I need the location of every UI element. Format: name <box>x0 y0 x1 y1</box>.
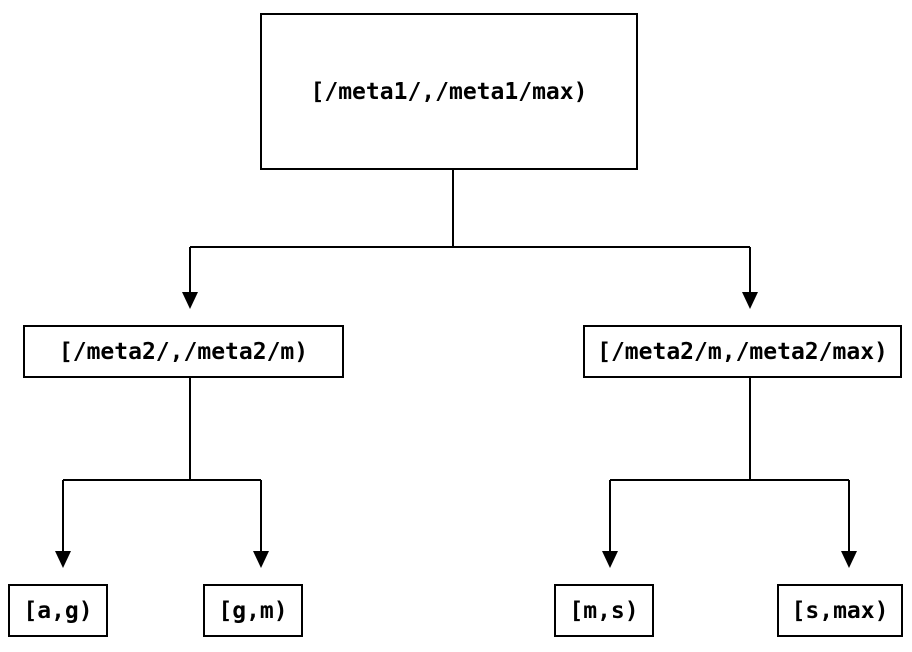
edge-left-mid-to-leaf-gm <box>253 480 269 568</box>
node-leaf-gm-label: [g,m) <box>218 597 288 624</box>
edge-root-branches <box>190 170 750 248</box>
edge-right-mid-to-leaf-smax <box>841 480 857 568</box>
node-leaf-smax-label: [s,max) <box>791 597 889 624</box>
node-leaf-smax: [s,max) <box>777 584 903 637</box>
node-root: [/meta1/,/meta1/max) <box>260 13 638 170</box>
edge-right-mid-branches <box>610 378 849 481</box>
node-leaf-ag-label: [a,g) <box>23 597 93 624</box>
node-leaf-ag: [a,g) <box>8 584 108 637</box>
arrowhead-down-icon <box>602 551 618 568</box>
node-leaf-ms: [m,s) <box>554 584 654 637</box>
arrowhead-down-icon <box>253 551 269 568</box>
arrowhead-down-icon <box>742 292 758 309</box>
node-right-mid-label: [/meta2/m,/meta2/max) <box>597 338 888 365</box>
arrowhead-down-icon <box>55 551 71 568</box>
node-left-mid: [/meta2/,/meta2/m) <box>23 325 344 378</box>
arrowhead-down-icon <box>182 292 198 309</box>
node-left-mid-label: [/meta2/,/meta2/m) <box>58 338 309 365</box>
node-right-mid: [/meta2/m,/meta2/max) <box>583 325 902 378</box>
node-leaf-gm: [g,m) <box>203 584 303 637</box>
arrowhead-down-icon <box>841 551 857 568</box>
edge-left-mid-to-leaf-ag <box>55 480 71 568</box>
edge-root-to-right-mid <box>742 247 758 309</box>
edge-right-mid-to-leaf-ms <box>602 480 618 568</box>
edge-left-mid-branches <box>63 378 261 481</box>
edge-root-to-left-mid <box>182 247 198 309</box>
node-leaf-ms-label: [m,s) <box>569 597 639 624</box>
node-root-label: [/meta1/,/meta1/max) <box>310 78 588 105</box>
